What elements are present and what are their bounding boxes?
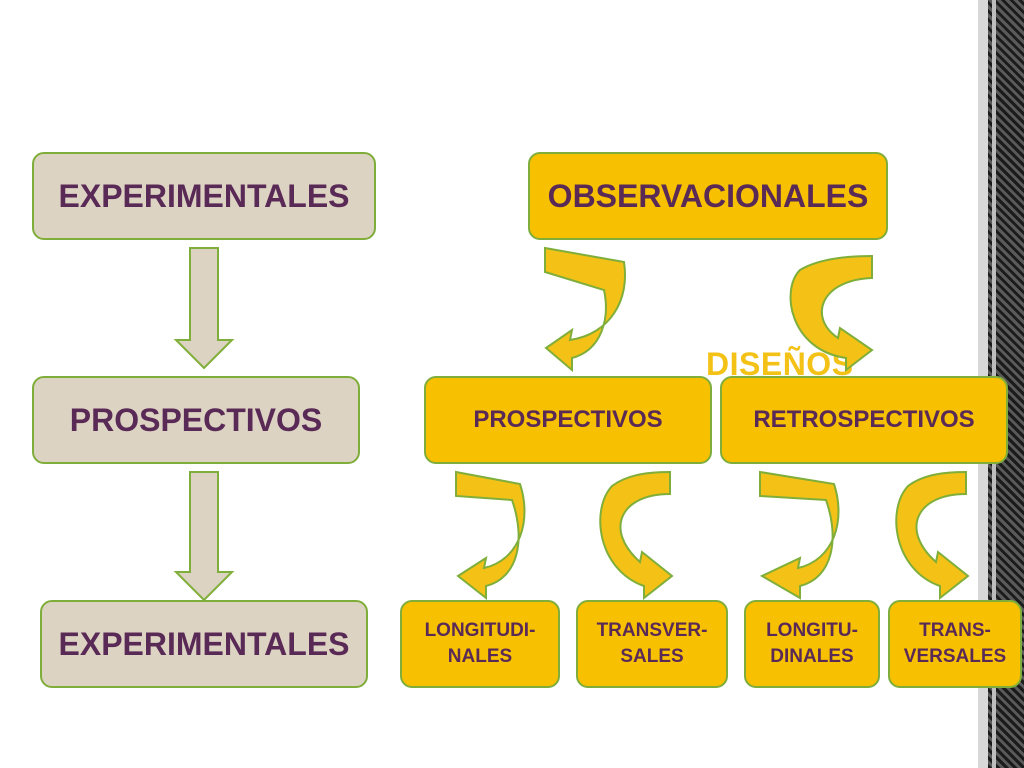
box-experimentales-bottom: EXPERIMENTALES [40,600,368,688]
box-label: TRANSVER- SALES [596,620,708,667]
box-prospectivos-right: PROSPECTIVOS [424,376,712,464]
box-label: OBSERVACIONALES [547,177,869,214]
curved-arrow-obs-left [544,246,626,373]
box-label: PROSPECTIVOS [473,406,663,433]
curved-arrow-ret-left [759,470,840,600]
curved-arrow-ret-right [895,470,970,601]
box-label: EXPERIMENTALES [58,625,350,662]
box-label: TRANS- VERSALES [903,620,1007,667]
box-label: RETROSPECTIVOS [753,406,975,433]
box-label: LONGITU- DINALES [766,620,858,667]
curved-arrow-obs-right [789,254,874,373]
box-longitudinales-pro: LONGITUDI- NALES [400,600,560,688]
down-arrow-1 [173,247,235,370]
curved-arrow-pro-left [455,470,526,601]
box-transversales-ret: TRANS- VERSALES [888,600,1022,688]
box-transversales-pro: TRANSVER- SALES [576,600,728,688]
box-label: EXPERIMENTALES [58,177,350,214]
box-label: PROSPECTIVOS [69,401,323,438]
box-observacionales: OBSERVACIONALES [528,152,888,240]
box-label: LONGITUDI- NALES [424,620,536,667]
box-longitudinales-ret: LONGITU- DINALES [744,600,880,688]
box-prospectivos-left: PROSPECTIVOS [32,376,360,464]
curved-arrow-pro-right [599,470,674,601]
box-experimentales-top: EXPERIMENTALES [32,152,376,240]
down-arrow-2 [173,471,235,602]
box-retrospectivos: RETROSPECTIVOS [720,376,1008,464]
